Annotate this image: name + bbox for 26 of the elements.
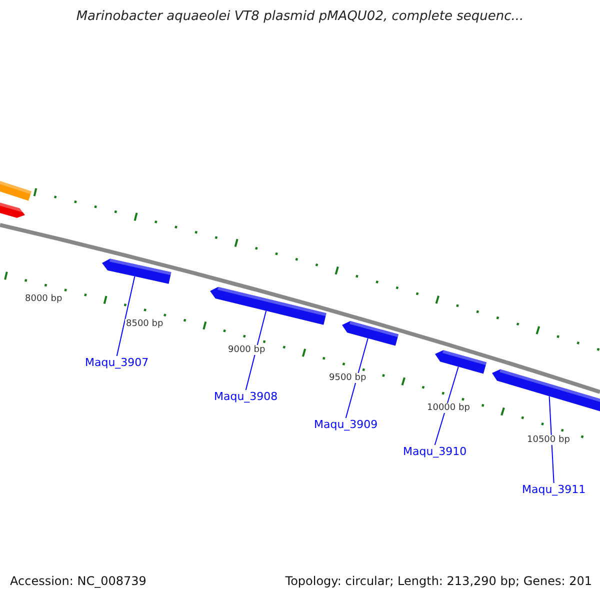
footer-text: Accession: NC_008739 (10, 574, 146, 588)
scale-label: 9500 bp (328, 373, 368, 383)
diagram-title: Marinobacter aquaeolei VT8 plasmid pMAQU02, complete sequenc... (75, 9, 525, 24)
gene-label: Maqu_3911 (522, 483, 586, 496)
scale-label: 8500 bp (125, 319, 164, 329)
gene-feature (342, 321, 399, 346)
leader-line (345, 338, 368, 418)
scale-label: 10500 bp (526, 435, 571, 445)
gene-label: Maqu_3907 (85, 356, 149, 369)
gene-feature (435, 350, 487, 374)
leader-line (116, 276, 136, 356)
gene-label: Maqu_3908 (214, 390, 278, 403)
scale-label: 9000 bp (227, 345, 266, 355)
gene-feature (102, 258, 172, 284)
scale-label: 8000 bp (24, 294, 64, 304)
gene-label: Maqu_3910 (403, 445, 467, 458)
gene-feature (210, 286, 326, 325)
leader-line (434, 366, 459, 446)
gene-feature (0, 178, 32, 201)
leader-line (245, 310, 267, 390)
scale-label: 10000 bp (426, 403, 471, 413)
gene-feature (492, 369, 600, 414)
gene-feature (0, 200, 26, 218)
footer-text: Topology: circular; Length: 213,290 bp; Genes: 201 (285, 574, 592, 588)
leader-line (548, 396, 554, 484)
gene-label: Maqu_3909 (314, 418, 378, 431)
